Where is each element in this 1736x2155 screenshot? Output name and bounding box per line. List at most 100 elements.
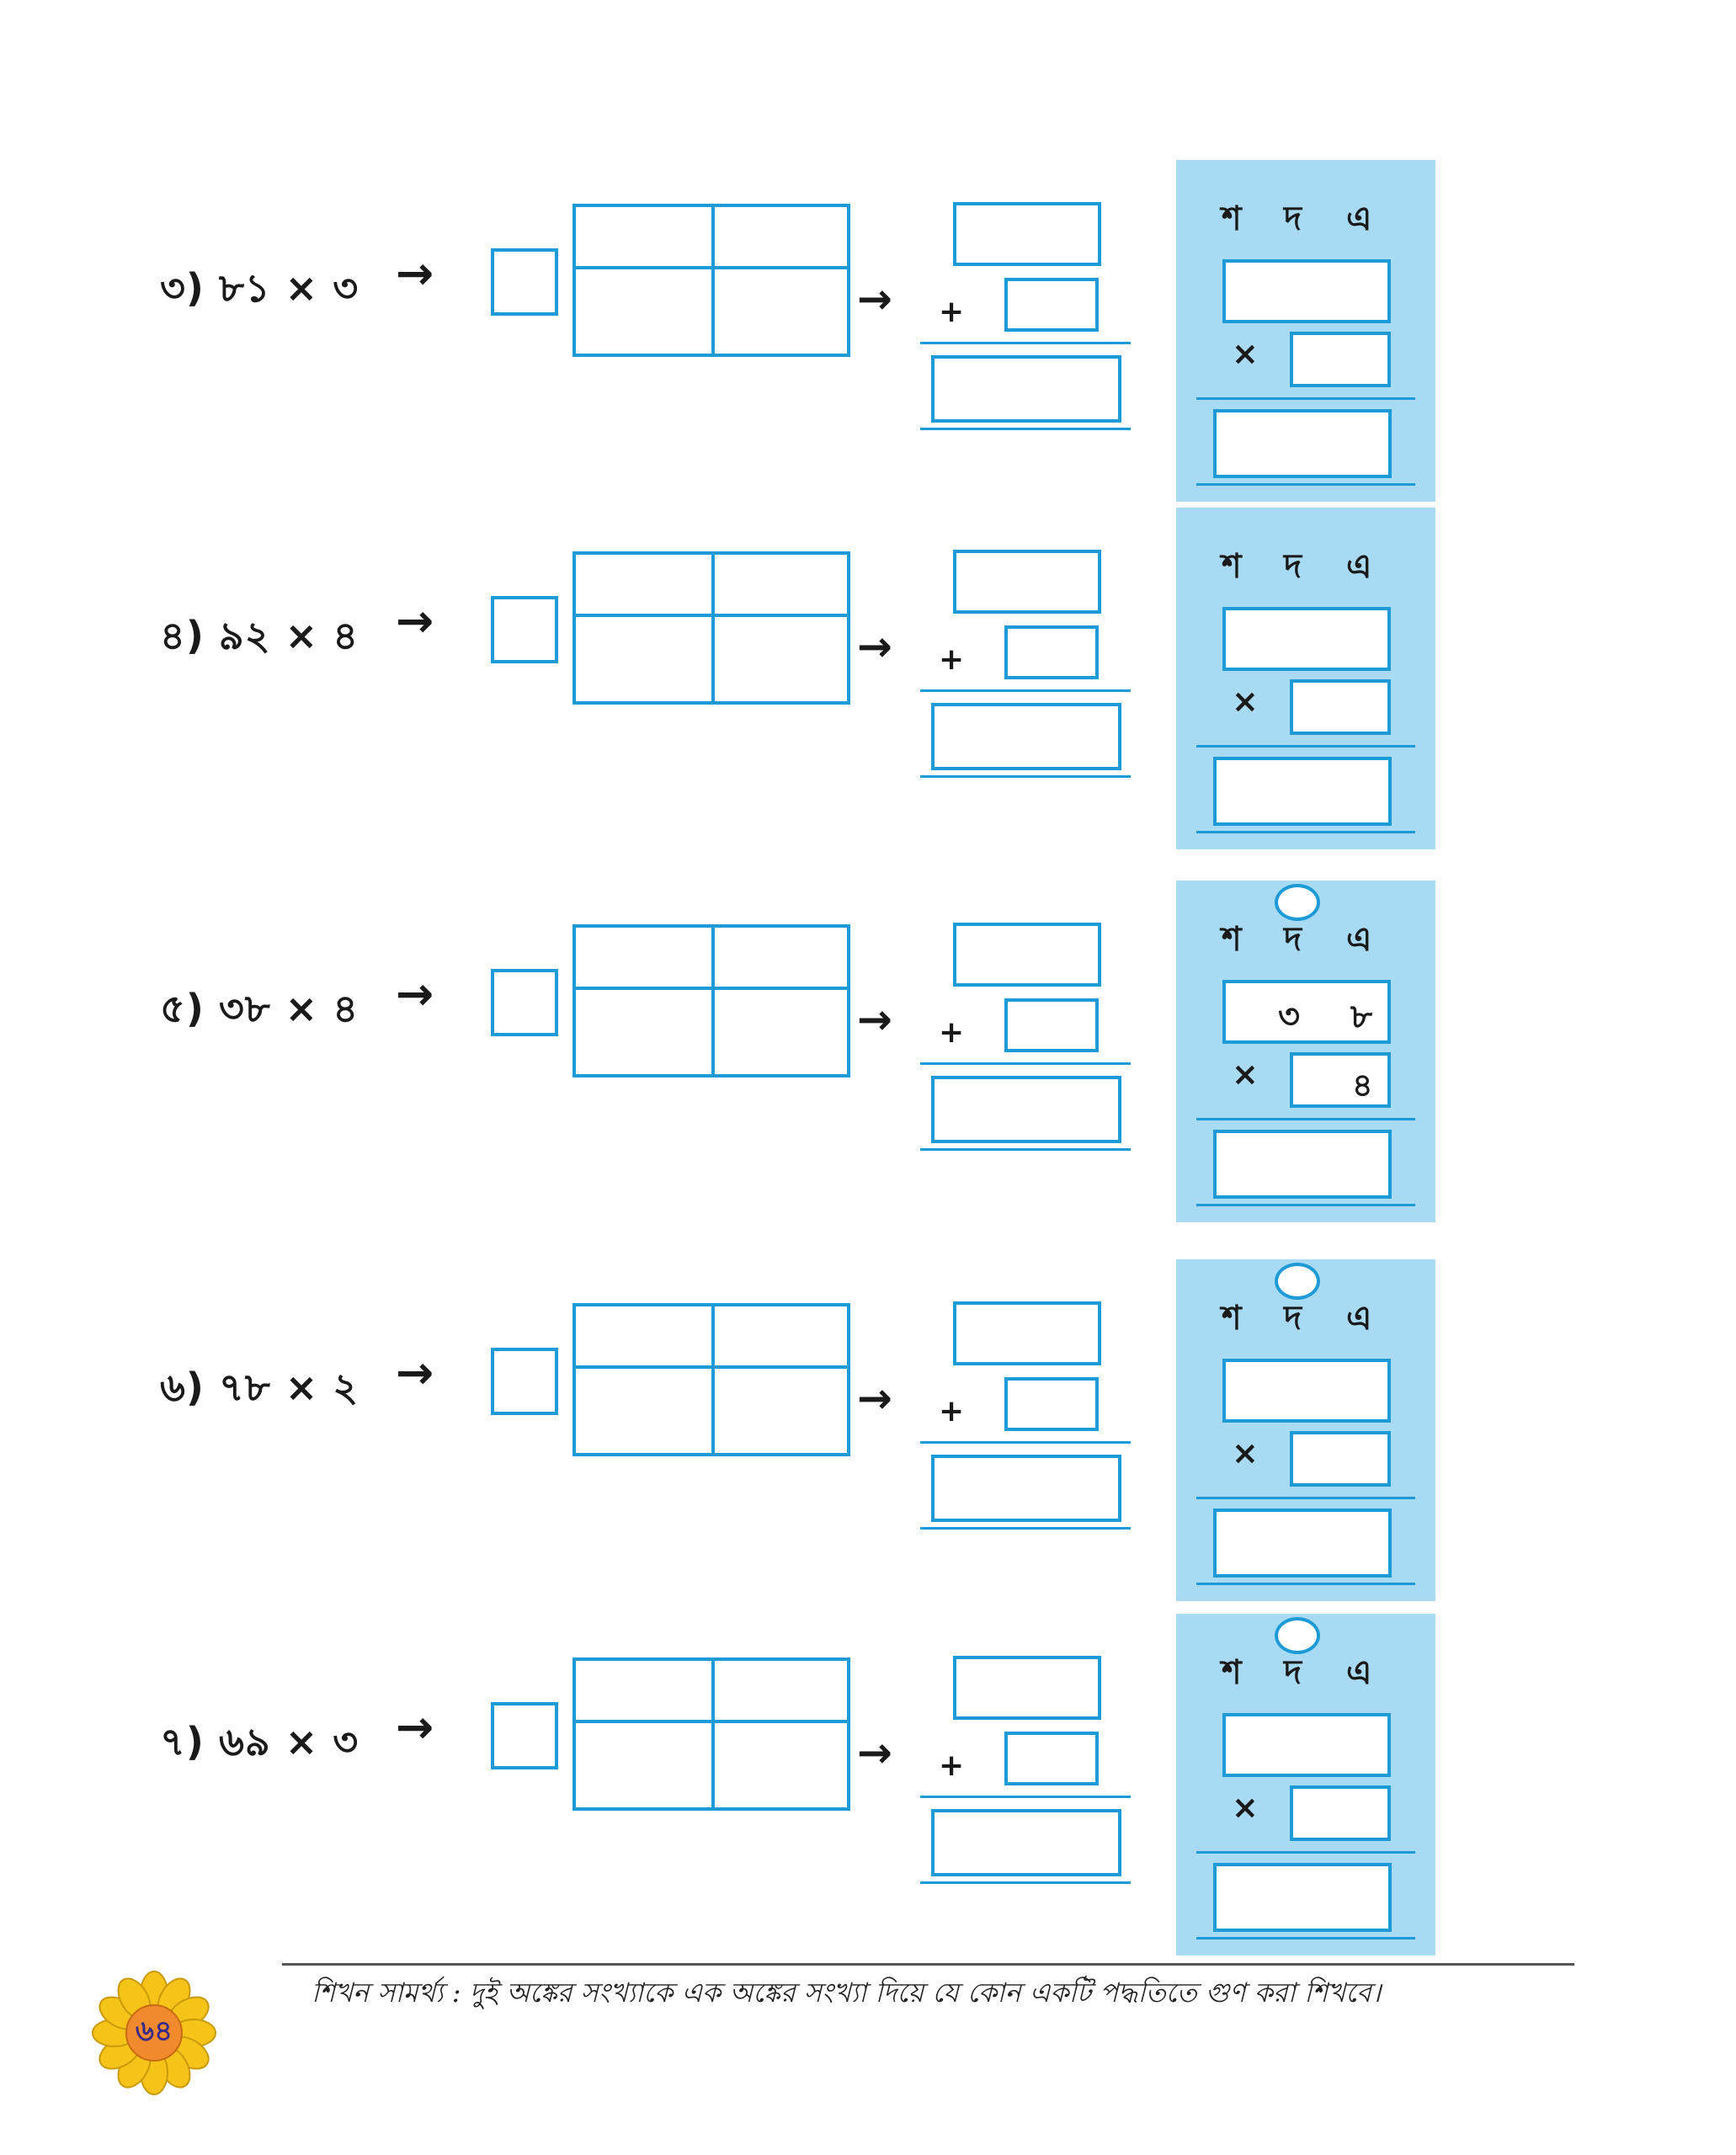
sum-addend-box[interactable]	[953, 1301, 1101, 1365]
sum-line	[920, 1062, 1131, 1065]
sum-addend-box[interactable]	[953, 202, 1101, 266]
problem-label: ৫) ৩৮ × ৪	[160, 986, 359, 1031]
grid-divider	[711, 1303, 715, 1456]
place-ones: এ	[1346, 1653, 1372, 1692]
sum-addend-box[interactable]	[1004, 1732, 1099, 1785]
ones-digit: ৮	[1350, 998, 1372, 1036]
sum-result-box[interactable]	[931, 703, 1121, 770]
multiplicand-box[interactable]	[1222, 607, 1391, 671]
partial-product-grid[interactable]	[572, 1303, 850, 1456]
plus-sign: +	[939, 1748, 965, 1783]
sum-line	[920, 775, 1131, 778]
plus-sign: +	[939, 1394, 965, 1429]
product-line	[1196, 1497, 1415, 1499]
sum-addend-box[interactable]	[1004, 278, 1099, 332]
answer-box[interactable]	[491, 596, 558, 663]
arrow-icon: →	[857, 1374, 892, 1423]
product-line	[1196, 745, 1415, 748]
sum-addend-box[interactable]	[1004, 1377, 1099, 1431]
vertical-multiplication-panel: শ দ এ ×	[1176, 160, 1435, 502]
product-box[interactable]	[1213, 1863, 1392, 1932]
answer-box[interactable]	[491, 969, 558, 1036]
place-hundreds: শ	[1222, 1653, 1242, 1692]
multiplier-box[interactable]	[1290, 1431, 1391, 1487]
carry-circle[interactable]	[1275, 884, 1320, 921]
sum-addend-box[interactable]	[953, 1656, 1101, 1720]
problem-row: ৭) ৬৯ × ৩ → → + শ দ এ ×	[0, 1614, 1736, 1955]
sum-addend-box[interactable]	[953, 923, 1101, 987]
times-sign: ×	[1232, 683, 1259, 720]
multiplicand-box[interactable]: ৩ ৮	[1222, 980, 1391, 1044]
sum-result-box[interactable]	[931, 355, 1121, 423]
carry-circle[interactable]	[1275, 1263, 1320, 1300]
place-tens: দ	[1284, 547, 1302, 586]
sum-result-box[interactable]	[931, 1455, 1121, 1522]
place-tens: দ	[1284, 920, 1302, 959]
multiplier-box[interactable]	[1290, 1785, 1391, 1841]
sum-addend-box[interactable]	[953, 550, 1101, 614]
sum-addend-box[interactable]	[1004, 998, 1099, 1052]
answer-box[interactable]	[491, 1348, 558, 1415]
answer-box[interactable]	[491, 248, 558, 316]
arrow-icon: →	[857, 995, 892, 1044]
problem-label: ৬) ৭৮ × ২	[160, 1365, 359, 1410]
product-box[interactable]	[1213, 1508, 1392, 1578]
sum-line	[920, 1796, 1131, 1798]
place-ones: এ	[1346, 200, 1372, 238]
product-line	[1196, 1583, 1415, 1585]
sum-line	[920, 1527, 1131, 1530]
tens-digit: ৩	[1278, 998, 1301, 1036]
problem-label: ৭) ৬৯ × ৩	[160, 1719, 359, 1764]
sum-line	[920, 1148, 1131, 1151]
page-number: ৬৪	[135, 2014, 173, 2048]
product-box[interactable]	[1213, 409, 1392, 478]
grid-divider	[572, 1720, 850, 1723]
multiplier-box[interactable]: ৪	[1290, 1052, 1391, 1108]
learning-outcome: শিখন সামর্থ্য : দুই অঙ্কের সংখ্যাকে এক অ…	[312, 1977, 1382, 2009]
product-line	[1196, 831, 1415, 833]
product-line	[1196, 1118, 1415, 1120]
partial-product-grid[interactable]	[572, 204, 850, 357]
times-sign: ×	[1232, 1056, 1259, 1093]
place-tens: দ	[1284, 1653, 1302, 1692]
arrow-icon: →	[396, 1346, 434, 1399]
sum-result-box[interactable]	[931, 1809, 1121, 1876]
product-line	[1196, 1937, 1415, 1940]
place-tens: দ	[1284, 200, 1302, 238]
grid-divider	[711, 204, 715, 357]
multiplier-box[interactable]	[1290, 332, 1391, 387]
flower-icon	[92, 1971, 216, 2095]
grid-divider	[711, 551, 715, 705]
place-hundreds: শ	[1222, 547, 1242, 586]
grid-divider	[572, 266, 850, 269]
problem-row: ৬) ৭৮ × ২ → → + শ দ এ ×	[0, 1259, 1736, 1601]
vertical-multiplication-panel: শ দ এ ৩ ৮ × ৪	[1176, 881, 1435, 1222]
grid-divider	[572, 614, 850, 617]
product-line	[1196, 1851, 1415, 1854]
place-ones: এ	[1346, 920, 1372, 959]
sum-result-box[interactable]	[931, 1076, 1121, 1143]
sum-addend-box[interactable]	[1004, 625, 1099, 679]
multiplicand-box[interactable]	[1222, 1359, 1391, 1423]
partial-product-grid[interactable]	[572, 1657, 850, 1811]
multiplicand-box[interactable]	[1222, 1713, 1391, 1777]
arrow-icon: →	[857, 622, 892, 671]
footer-divider	[282, 1963, 1574, 1966]
partial-product-grid[interactable]	[572, 924, 850, 1078]
arrow-icon: →	[857, 1728, 892, 1777]
product-line	[1196, 397, 1415, 400]
problem-row: ৫) ৩৮ × ৪ → → + শ দ এ ৩ ৮ × ৪	[0, 881, 1736, 1222]
arrow-icon: →	[396, 247, 434, 300]
product-box[interactable]	[1213, 757, 1392, 826]
carry-circle[interactable]	[1275, 1617, 1320, 1654]
answer-box[interactable]	[491, 1702, 558, 1769]
partial-product-grid[interactable]	[572, 551, 850, 705]
product-box[interactable]	[1213, 1130, 1392, 1199]
problem-label: ৪) ৯২ × ৪	[160, 613, 359, 658]
arrow-icon: →	[396, 594, 434, 647]
grid-divider	[711, 924, 715, 1078]
multiplicand-box[interactable]	[1222, 259, 1391, 323]
multiplier-box[interactable]	[1290, 679, 1391, 735]
multiplier-digit: ৪	[1352, 1067, 1373, 1104]
vertical-multiplication-panel: শ দ এ ×	[1176, 1259, 1435, 1601]
